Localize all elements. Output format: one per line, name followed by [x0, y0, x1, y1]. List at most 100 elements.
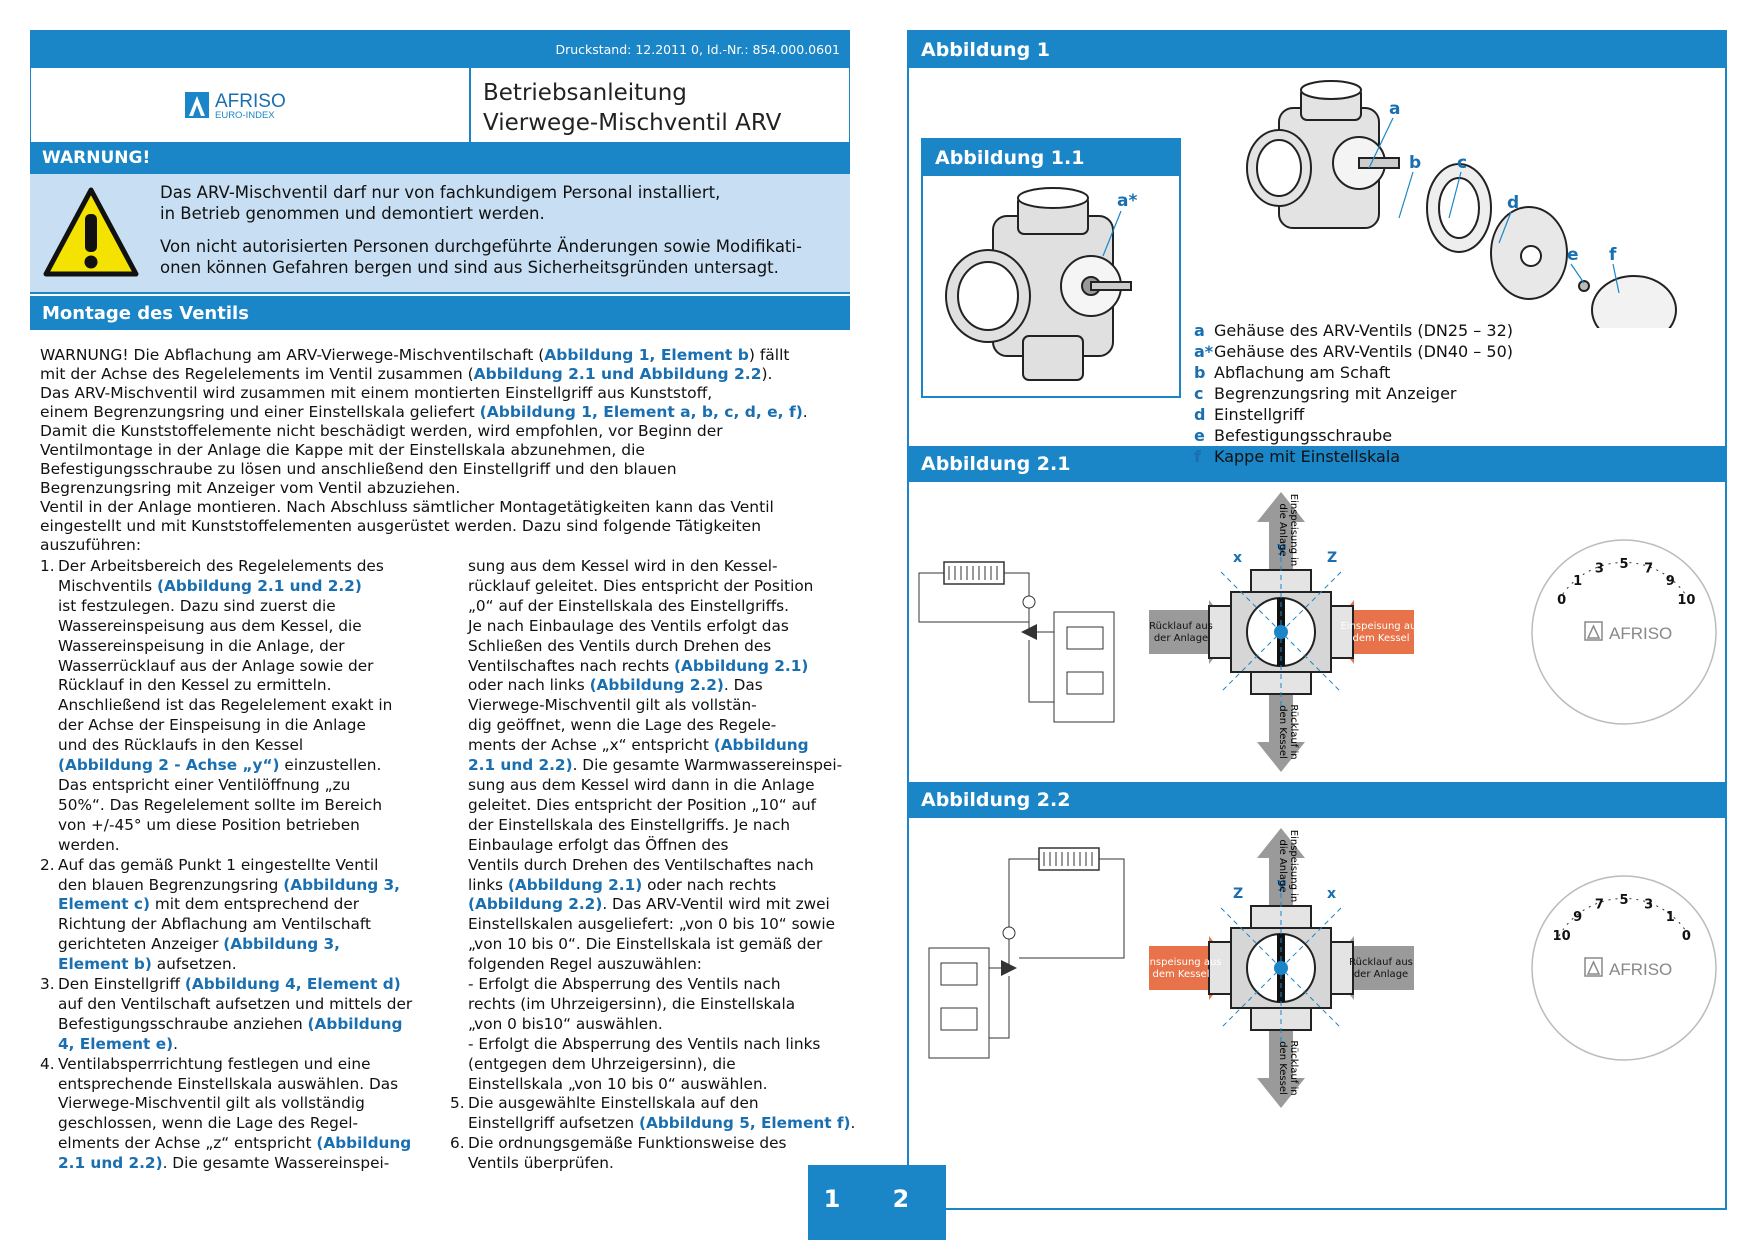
scale-number: 3: [1644, 897, 1653, 912]
svg-text:a*: a*: [1117, 191, 1137, 211]
afriso-logo-icon: AFRISO EURO-INDEX: [185, 91, 286, 121]
abbildung-1-1: Abbildung 1.1 a*: [921, 138, 1181, 398]
instruction-line: Ventilschaftes nach rechts (Abbildung 2.…: [468, 656, 809, 675]
scale-number: 9: [1573, 910, 1582, 925]
svg-text:Einspeisung in: Einspeisung in: [1288, 494, 1299, 566]
afriso-logo: AFRISO EURO-INDEX: [31, 68, 471, 142]
scale-number: 7: [1644, 561, 1653, 576]
instruction-line: entsprechende Einstellskala auswählen. D…: [58, 1074, 399, 1093]
instruction-line: rechts (im Uhrzeigersinn), die Einstells…: [468, 994, 796, 1013]
instruction-line: Befestigungsschraube anziehen (Abbildung: [58, 1014, 403, 1033]
instruction-line: Ventils überprüfen.: [468, 1154, 614, 1173]
scale-number: 9: [1666, 574, 1675, 589]
scale-number: 1: [1666, 910, 1675, 925]
abbildung-1: Abbildung 1.1 a*: [909, 68, 1725, 466]
intro-line: mit der Achse des Regelelements im Venti…: [40, 365, 773, 383]
abbildung-1-heading: Abbildung 1: [909, 32, 1725, 68]
abbildung-1-1-heading: Abbildung 1.1: [923, 140, 1179, 176]
scale-number: 0: [1682, 929, 1691, 944]
axis-z-label: Z: [1233, 886, 1243, 902]
intro-line: Das ARV-Mischventil wird zusammen mit ei…: [40, 384, 713, 402]
instruction-line: Wassereinspeisung in die Anlage, der: [58, 636, 345, 655]
svg-text:f: f: [1609, 245, 1617, 265]
instruction-column-1: 1.Der Arbeitsbereich des Regelelements d…: [40, 557, 450, 1174]
instruction-line: gerichteten Anzeiger (Abbildung 3,: [58, 935, 340, 954]
instruction-line: den blauen Begrenzungsring (Abbildung 3,: [58, 875, 400, 894]
dial-brand-label: AFRISO: [1609, 624, 1672, 643]
right-page: Abbildung 1 Abbildung 1.1 a*: [907, 30, 1727, 1210]
instruction-line: Je nach Einbaulage des Ventils erfolgt d…: [468, 616, 789, 635]
instruction-line: und des Rücklaufs in den Kessel: [58, 736, 304, 755]
document-title: Betriebsanleitung Vierwege-Mischventil A…: [483, 80, 782, 136]
instruction-line: der Einstellskala des Einstellgriffs. Je…: [468, 815, 791, 834]
scale-number: 5: [1619, 557, 1628, 572]
instruction-line: - Erfolgt die Absperrung des Ventils nac…: [468, 975, 781, 994]
instruction-columns: 1.Der Arbeitsbereich des Regelelements d…: [30, 557, 855, 1174]
instruction-line: sung aus dem Kessel wird in den Kessel-: [468, 557, 778, 575]
svg-text:die Anlage: die Anlage: [1277, 503, 1288, 556]
instruction-line: (entgegen dem Uhrzeigersinn), die: [468, 1054, 736, 1073]
page-number-2: 2: [856, 1165, 946, 1240]
intro-line: eingestellt und mit Kunststoffelementen …: [40, 517, 762, 535]
instruction-line: der Achse der Einspeisung in die Anlage: [58, 716, 366, 735]
svg-text:die Anlage: die Anlage: [1277, 839, 1288, 892]
intro-line: WARNUNG! Die Abflachung am ARV-Vierwege-…: [40, 346, 790, 364]
svg-text:d: d: [1507, 193, 1519, 213]
dial-brand-label: AFRISO: [1609, 960, 1672, 979]
instruction-line: Anschließend ist das Regelelement exakt …: [58, 696, 393, 715]
instruction-line: (Abbildung 2.2). Das ARV-Ventil wird mit…: [468, 895, 830, 914]
instruction-line: Einstellskala „von 10 bis 0“ auswählen.: [468, 1074, 768, 1093]
instruction-line: 2.1 und 2.2). Die gesamte Warmwassereins…: [468, 756, 843, 775]
instruction-line: Ventils durch Drehen des Ventilschaftes …: [468, 855, 814, 874]
axis-y-label: y: [1277, 876, 1286, 892]
svg-text:c: c: [1457, 153, 1467, 173]
instruction-line: „von 0 bis10“ auswählen.: [468, 1014, 663, 1033]
warning-text-1: Das ARV-Mischventil darf nur von fachkun…: [160, 183, 721, 223]
flow-label-right: Rücklauf aus: [1349, 957, 1413, 968]
svg-text:e: e: [1567, 245, 1579, 265]
intro-line: auszuführen:: [40, 536, 142, 554]
document-header: AFRISO EURO-INDEX Betriebsanleitung Vier…: [30, 68, 850, 142]
instruction-line: Element b) aufsetzen.: [58, 955, 237, 974]
instruction-line: 3.Den Einstellgriff (Abbildung 4, Elemen…: [40, 975, 401, 994]
axis-z-label: Z: [1327, 550, 1337, 566]
flow-label-right: der Anlage: [1354, 969, 1408, 980]
instruction-line: rücklauf geleitet. Dies entspricht der P…: [468, 576, 814, 595]
instruction-line: Das entspricht einer Ventilöffnung „zu: [58, 775, 351, 794]
intro-line: Ventilmontage in der Anlage die Kappe mi…: [40, 441, 645, 459]
instruction-line: 6.Die ordnungsgemäße Funktionsweise des: [450, 1134, 787, 1153]
svg-text:Einspeisung in: Einspeisung in: [1288, 830, 1299, 902]
instruction-line: Einstellskalen ausgeliefert: „von 0 bis …: [468, 915, 836, 934]
instruction-line: folgenden Regel auszuwählen:: [468, 955, 702, 974]
svg-text:AFRISO: AFRISO: [215, 91, 286, 112]
svg-text:b: b: [1409, 153, 1421, 173]
instruction-line: 2.1 und 2.2). Die gesamte Wassereinspei-: [58, 1154, 390, 1173]
afriso-logo-icon: [1584, 957, 1603, 977]
instruction-line: (Abbildung 2 - Achse „y“) einzustellen.: [58, 756, 382, 775]
scale-number: 3: [1595, 561, 1604, 576]
instruction-line: auf den Ventilschaft aufsetzen und mitte…: [58, 994, 413, 1013]
warning-box: Das ARV-Mischventil darf nur von fachkun…: [30, 174, 850, 294]
instruction-line: ments der Achse „x“ entspricht (Abbildun…: [468, 736, 809, 755]
instruction-line: werden.: [58, 835, 120, 854]
warning-triangle-icon: [43, 187, 139, 277]
warning-heading: WARNUNG!: [30, 142, 850, 174]
instruction-line: Einbaulage erfolgt das Öffnen des: [468, 835, 729, 854]
instruction-line: 2.Auf das gemäß Punkt 1 eingestellte Ven…: [40, 855, 379, 874]
intro-line: Damit die Kunststoffelemente nicht besch…: [40, 422, 723, 440]
svg-text:Rücklauf in: Rücklauf in: [1288, 704, 1299, 759]
instruction-line: 5.Die ausgewählte Einstellskala auf den: [450, 1094, 759, 1113]
afriso-logo-icon: [1584, 621, 1603, 641]
warning-text-2: Von nicht autorisierten Personen durchge…: [160, 237, 802, 277]
